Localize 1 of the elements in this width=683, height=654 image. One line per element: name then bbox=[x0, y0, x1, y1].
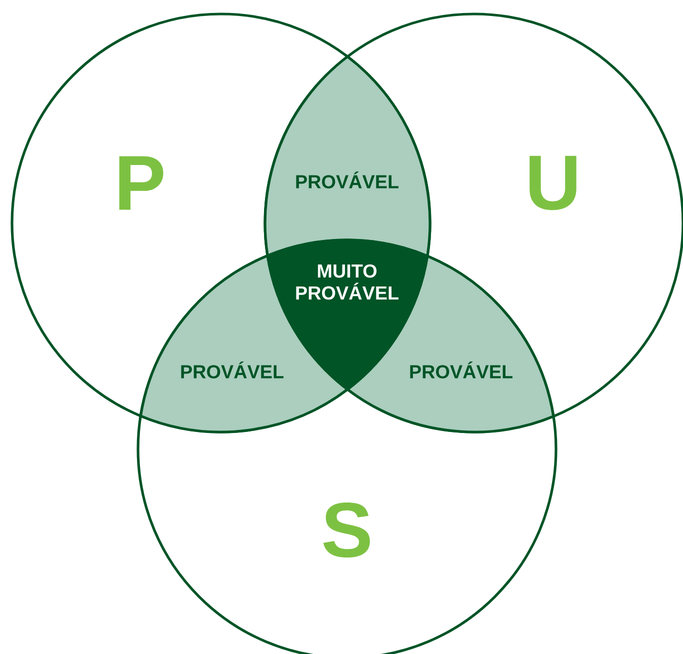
overlap-region: PROVÁVEL bbox=[264, 55, 432, 258]
